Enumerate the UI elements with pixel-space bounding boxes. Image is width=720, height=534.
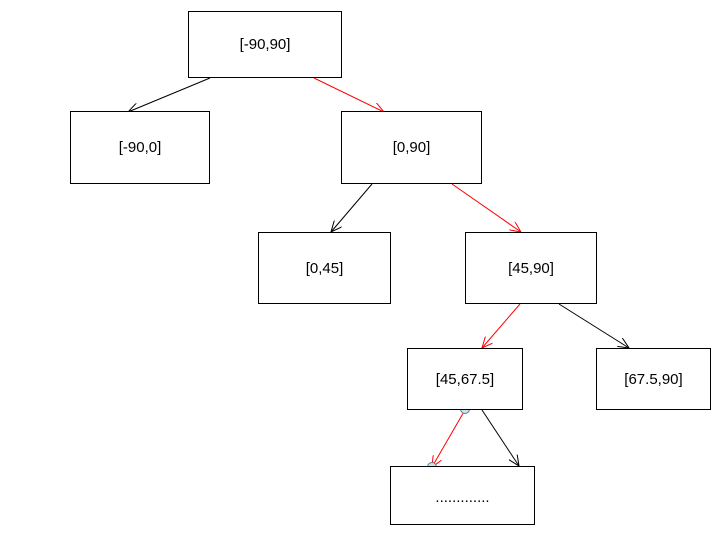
node-left-1[interactable]: [-90,0] [70, 111, 210, 184]
node-right-1[interactable]: [0,90] [341, 111, 482, 184]
node-left-4-label: ............. [435, 489, 490, 506]
edge-root-to-right-1 [313, 77, 384, 112]
node-root[interactable]: [-90,90] [188, 11, 342, 78]
node-left-2-label: [0,45] [305, 259, 344, 277]
node-right-1-label: [0,90] [392, 139, 431, 156]
edge-root-to-left-1 [128, 77, 211, 112]
node-left-2[interactable]: [0,45] [258, 232, 391, 304]
edge-left-3-to-left-4[interactable] [432, 409, 466, 467]
node-right-3-label: [67.5,90] [624, 370, 683, 388]
node-right-2-label: [45,90] [508, 259, 554, 277]
node-root-label: [-90,90] [239, 36, 291, 53]
edge-left-3-to-right-4 [481, 409, 519, 466]
edge-right-2-to-right-3 [558, 303, 629, 348]
edge-right-1-to-right-2 [451, 183, 521, 232]
node-left-3[interactable]: [45,67.5] [407, 348, 523, 410]
node-right-2[interactable]: [45,90] [465, 232, 597, 304]
node-left-1-label: [-90,0] [118, 139, 162, 156]
edge-right-1-to-left-2 [331, 183, 373, 232]
node-left-4[interactable]: ............. [390, 466, 535, 525]
edge-right-2-to-left-3 [482, 303, 521, 348]
node-right-3[interactable]: [67.5,90] [596, 348, 711, 410]
node-left-3-label: [45,67.5] [435, 370, 495, 388]
